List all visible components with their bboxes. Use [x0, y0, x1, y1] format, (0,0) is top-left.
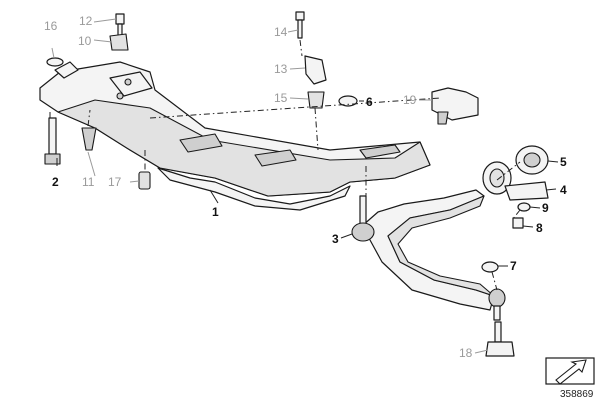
washer-part-6: [338, 95, 358, 107]
callout-9: 9: [542, 201, 549, 215]
callout-11: 11: [82, 175, 95, 189]
callout-1: 1: [212, 205, 219, 219]
bushing-part-5: [515, 145, 549, 175]
nut-part-7: [481, 261, 499, 273]
orientation-arrow-icon: [545, 357, 595, 385]
callout-4: 4: [560, 183, 567, 197]
callout-16: 16: [44, 19, 58, 33]
mount-part-19: [431, 87, 479, 125]
callout-6: 6: [366, 95, 373, 109]
bolt-part-8: [512, 217, 524, 229]
assembly-lines: [49, 39, 521, 291]
ball-joint-part-18: [485, 321, 515, 357]
control-arm: [351, 189, 506, 321]
bolt-part-14: [295, 11, 305, 39]
sleeve-part-17: [138, 171, 151, 190]
callout-18: 18: [459, 346, 473, 360]
nut-part-16: [46, 57, 64, 67]
callout-8: 8: [536, 221, 543, 235]
callout-12: 12: [79, 14, 93, 28]
callout-15: 15: [274, 91, 288, 105]
callout-5: 5: [560, 155, 567, 169]
callout-19: 19: [403, 93, 417, 107]
washer-part-9: [517, 202, 531, 212]
bolt-part-2: [44, 117, 61, 165]
bearing-part-4: [482, 161, 549, 201]
callout-2: 2: [52, 175, 59, 189]
callout-7: 7: [510, 259, 517, 273]
callout-10: 10: [78, 34, 92, 48]
bracket-part-13: [304, 55, 327, 85]
bushing-part-15: [307, 91, 325, 109]
axle-carrier: [39, 61, 431, 211]
leader-lines: [51, 18, 559, 354]
bolt-part-12: [115, 13, 125, 37]
diagram-id: 358869: [560, 389, 594, 400]
bracket-part-11: [81, 127, 97, 151]
callout-13: 13: [274, 62, 288, 76]
callout-3: 3: [332, 232, 339, 246]
callout-17: 17: [108, 175, 122, 189]
callout-14: 14: [274, 25, 288, 39]
clip-part-10: [109, 33, 129, 51]
